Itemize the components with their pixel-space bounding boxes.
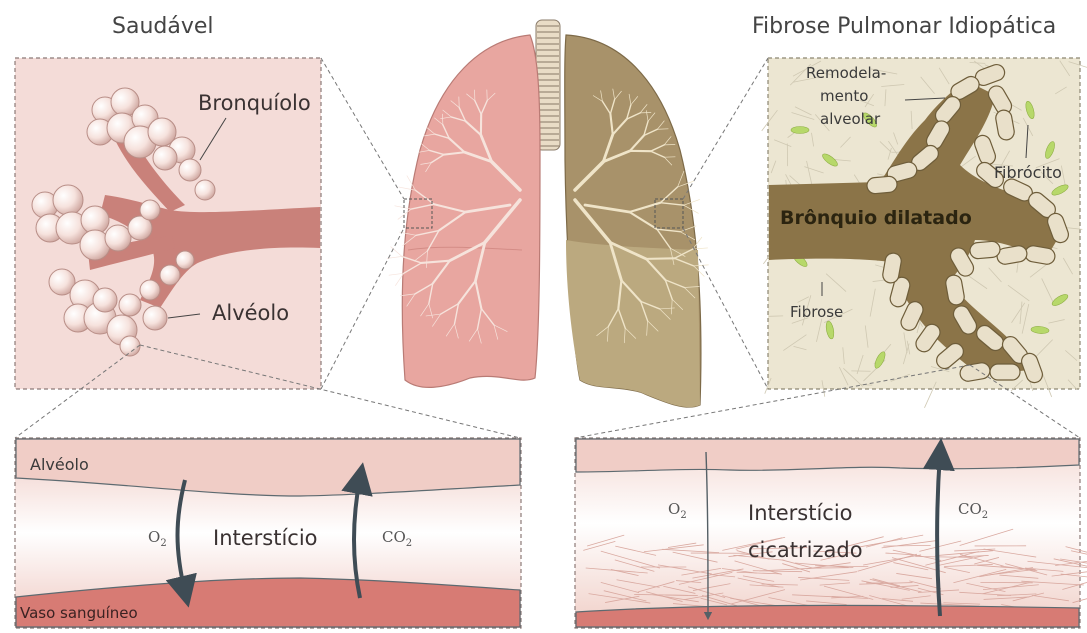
fibrotic-alveolus bbox=[866, 176, 897, 195]
alveolus-sac bbox=[93, 288, 117, 312]
alveolus-sac bbox=[160, 265, 180, 285]
fibrocyte bbox=[791, 127, 809, 134]
fibrosis-panel bbox=[762, 58, 1087, 408]
fibrocyte-label: Fibrócito bbox=[994, 165, 1062, 181]
co2-label-fibrotic: CO2 bbox=[958, 502, 988, 521]
o2-label: O2 bbox=[148, 530, 167, 549]
remodeling-label-line3: alveolar bbox=[820, 112, 880, 127]
interstitium-label: Interstício bbox=[213, 528, 318, 549]
alveolus-sac bbox=[105, 225, 131, 251]
alveolus-sac bbox=[179, 159, 201, 181]
fibrosis-label: Fibrose bbox=[790, 305, 843, 320]
alveolus-label: Alvéolo bbox=[212, 303, 289, 324]
fibrotic-alveolus bbox=[969, 241, 1000, 260]
alveolus-sac bbox=[53, 185, 83, 215]
dilated-bronchus-label: Brônquio dilatado bbox=[780, 209, 972, 228]
lungs-illustration bbox=[387, 20, 708, 407]
remodeling-label-line2: mento bbox=[820, 89, 868, 104]
scarred-interstitium-line1: Interstício bbox=[748, 503, 853, 524]
healthy-title: Saudável bbox=[112, 16, 214, 38]
bronchiole-label: Bronquíolo bbox=[198, 93, 311, 114]
alveolus-sac bbox=[195, 180, 215, 200]
alveolus-sac bbox=[176, 251, 194, 269]
alveolus-sac bbox=[119, 294, 141, 316]
o2-label-fibrotic: O2 bbox=[668, 502, 687, 521]
alveolus-sac bbox=[140, 200, 160, 220]
alveolus-sac bbox=[140, 280, 160, 300]
blood-vessel-label: Vaso sanguíneo bbox=[20, 606, 138, 621]
co2-label: CO2 bbox=[382, 530, 412, 549]
fibrotic-alveolus bbox=[990, 364, 1020, 380]
fibrosis-title: Fibrose Pulmonar Idiopática bbox=[752, 16, 1056, 38]
alveolus-sac bbox=[143, 306, 167, 330]
fibrosis-detail-panel bbox=[575, 438, 1087, 628]
remodeling-label-line1: Remodela- bbox=[806, 66, 886, 81]
alveolus-sac bbox=[153, 146, 177, 170]
detail-alveolus-label: Alvéolo bbox=[30, 457, 89, 473]
scarred-interstitium-line2: cicatrizado bbox=[748, 540, 863, 561]
alveolus-sac bbox=[120, 336, 140, 356]
